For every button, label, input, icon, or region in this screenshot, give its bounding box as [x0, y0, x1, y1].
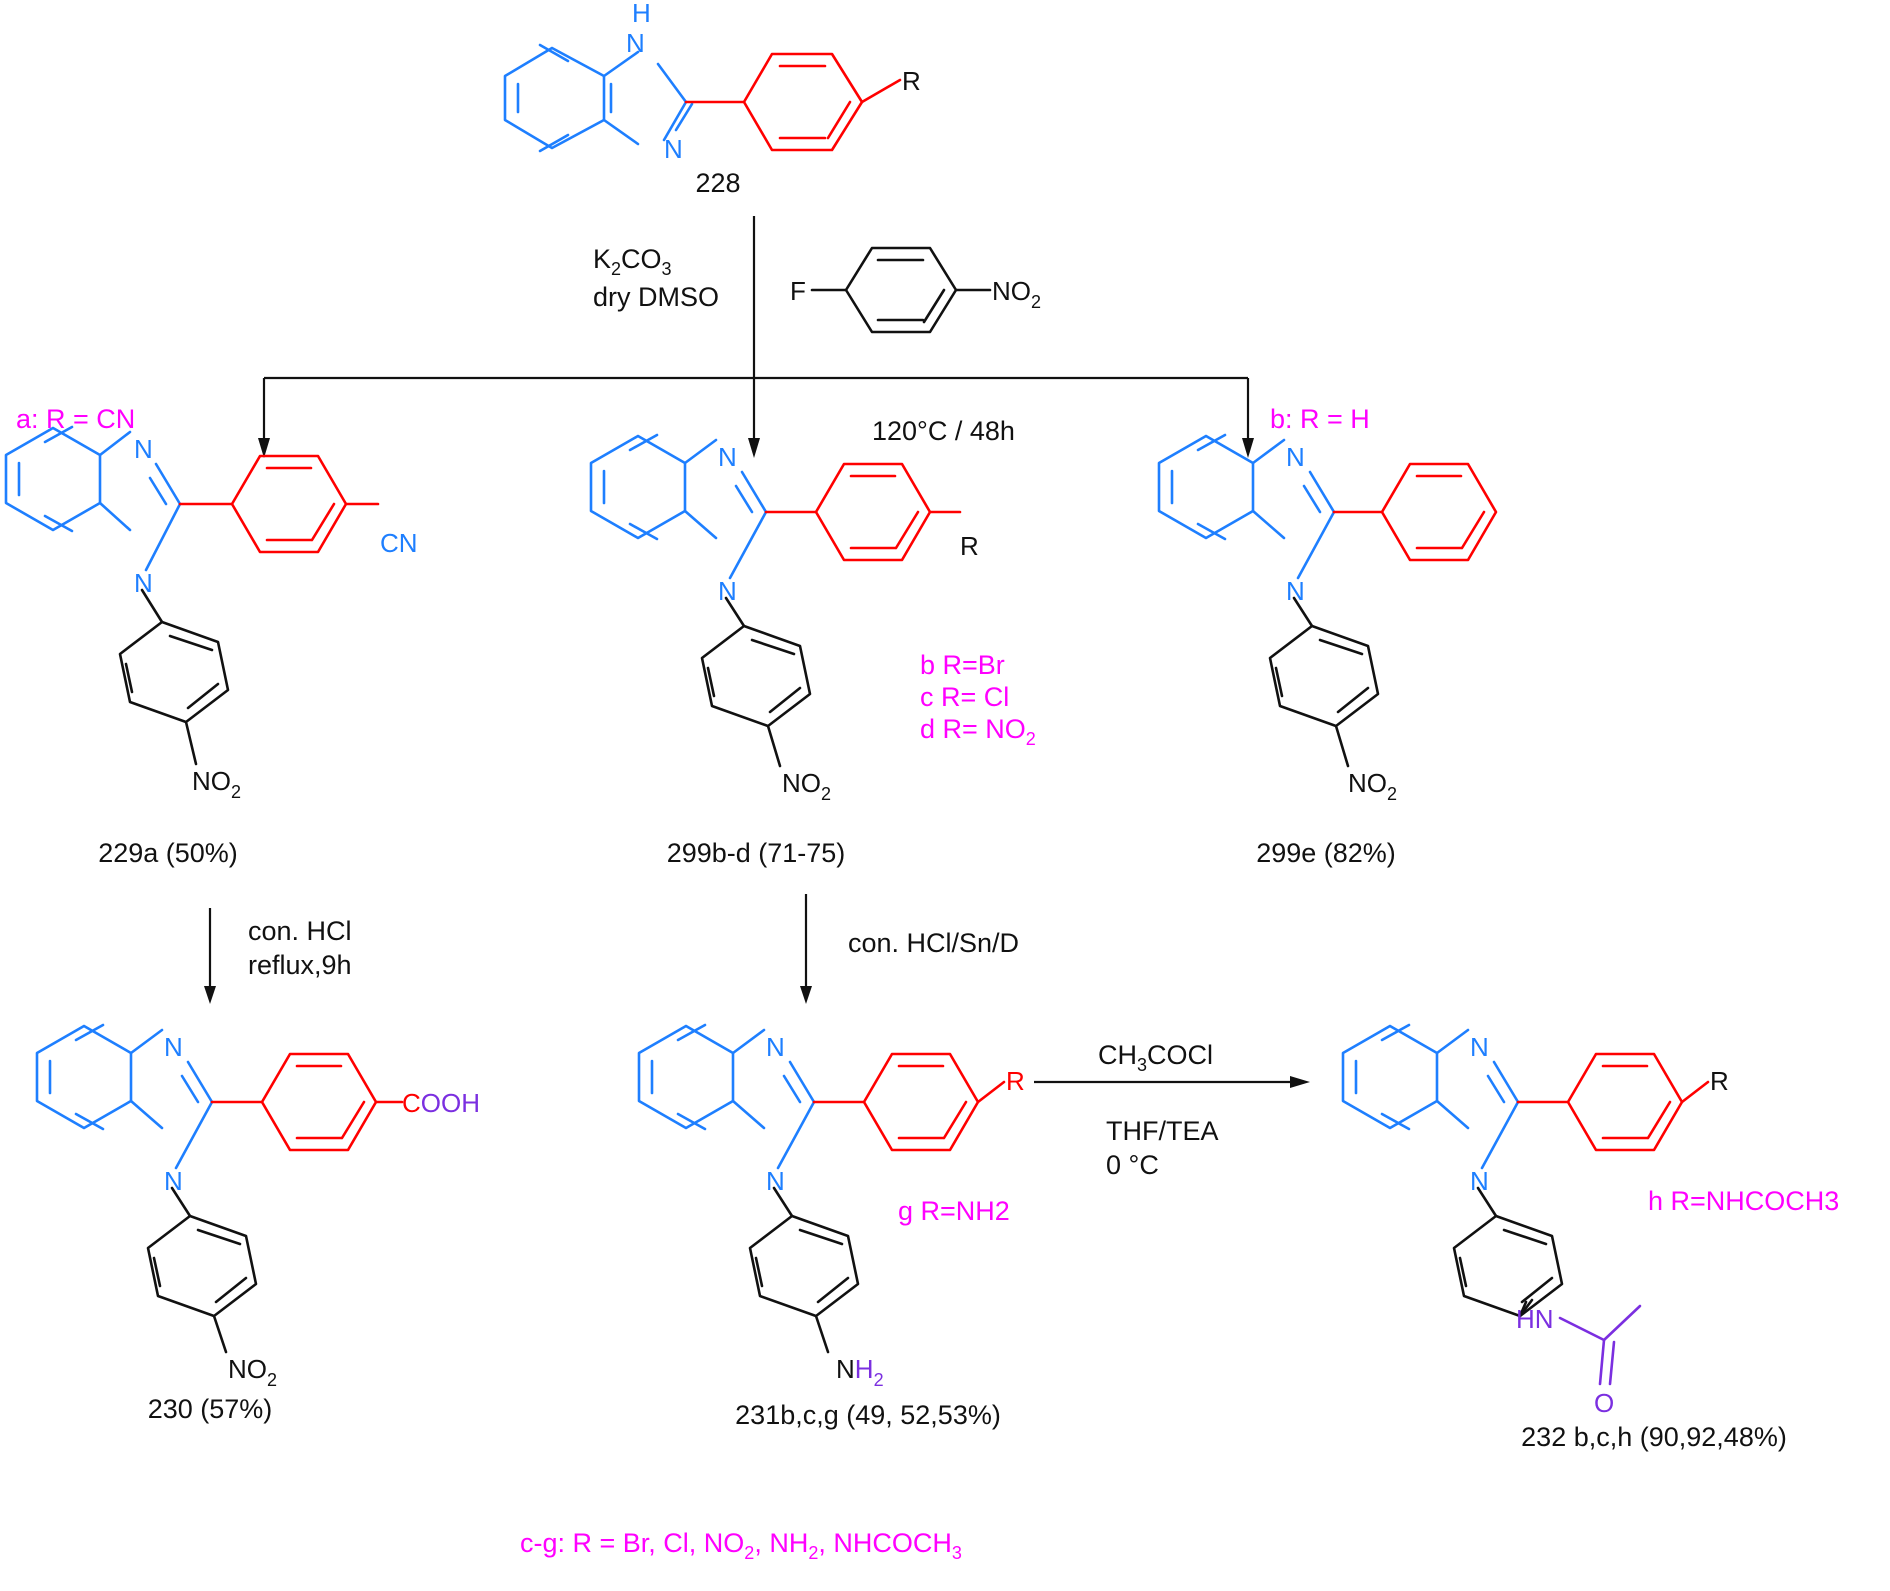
arrow-head [748, 438, 760, 458]
k2co3-CO: CO [621, 244, 662, 274]
atom-label-N: N [134, 434, 153, 464]
annotation-b-br: b R=Br [920, 650, 1005, 680]
atom-label-R: R [1710, 1066, 1729, 1096]
condition-reduction: con. HCl/Sn/D [848, 928, 1019, 958]
atom-label-R: R [902, 66, 921, 96]
compound-label-229a: 229a (50%) [98, 838, 238, 868]
compound-label-228: 228 [695, 168, 740, 198]
atom-label-N: N [718, 442, 737, 472]
annotation-b-h: b: R = H [1270, 404, 1370, 434]
carboxyl-group: COOH [402, 1088, 480, 1118]
compound-228-structure: H N N R [503, 0, 921, 164]
k2co3-sub-3: 3 [662, 259, 672, 279]
atom-label-F: F [790, 276, 806, 306]
annotation-a: a: R = CN [16, 404, 135, 434]
branch-arrows [258, 216, 1254, 458]
atom-label-N: N [766, 1032, 785, 1062]
atom-label-R: R [1006, 1066, 1025, 1096]
condition-acyl-solvent: THF/TEA [1106, 1116, 1219, 1146]
annotation-g: g R=NH2 [898, 1196, 1010, 1226]
atom-label-N: N [164, 1166, 183, 1196]
compound-label-299bd: 299b-d (71-75) [667, 838, 846, 868]
annotation-h: h R=NHCOCH3 [1648, 1186, 1839, 1216]
compound-231-structure: N N R NH2 [637, 1023, 1025, 1390]
atom-label-N: N [134, 568, 153, 598]
condition-temp-time: 120°C / 48h [872, 416, 1015, 446]
compound-label-231: 231b,c,g (49, 52,53%) [735, 1400, 1001, 1430]
atom-label-N: N [1286, 576, 1305, 606]
compound-label-299e: 299e (82%) [1256, 838, 1396, 868]
atom-label-CN: CN [380, 528, 418, 558]
k2co3-K: K [593, 244, 611, 274]
nitro-group: NO2 [192, 766, 241, 802]
condition-acyl-temp: 0 °C [1106, 1150, 1159, 1180]
atom-label-R: R [960, 531, 979, 561]
atom-label-N: N [1470, 1032, 1489, 1062]
atom-label-N: N [164, 1032, 183, 1062]
nitro-group: NO2 [1348, 768, 1397, 804]
reagent-acetyl-chloride: CH3COCl [1098, 1040, 1213, 1075]
atom-label-H: H [632, 0, 651, 28]
footer-substituent-list: c-g: R = Br, Cl, NO2, NH2, NHCOCH3 [520, 1528, 962, 1563]
annotation-c-cl: c R= Cl [920, 682, 1009, 712]
compound-label-232: 232 b,c,h (90,92,48%) [1521, 1422, 1787, 1452]
atom-label-N: N [766, 1166, 785, 1196]
atom-label-N: N [664, 134, 683, 164]
atom-label-O: O [1594, 1388, 1614, 1418]
amine-group: NH2 [836, 1354, 884, 1390]
annotation-d-no2: d R= NO2 [920, 714, 1036, 749]
arrow-head [1290, 1076, 1310, 1088]
reagent-solvent: dry DMSO [593, 282, 719, 312]
amide-nh: HN [1516, 1304, 1554, 1334]
atom-label-N: N [1286, 442, 1305, 472]
arrow-head [258, 438, 270, 458]
nitro-group: NO2 [782, 768, 831, 804]
atom-label-N: N [626, 28, 645, 58]
step-arrows [204, 894, 1310, 1088]
compound-299bd-structure: N N R NO2 [589, 433, 979, 804]
condition-hydrolysis-2: reflux,9h [248, 950, 352, 980]
compound-label-230: 230 (57%) [148, 1394, 273, 1424]
condition-hydrolysis-1: con. HCl [248, 916, 352, 946]
compound-232-structure: N N R HN O [1341, 1023, 1729, 1418]
compound-229a-structure: N N CN NO2 [4, 425, 418, 802]
arrow-head [204, 986, 216, 1004]
reagent-k2co3: K2CO3 [593, 244, 672, 279]
compound-230-structure: N N COOH NO2 [35, 1023, 480, 1390]
arrow-head [800, 986, 812, 1004]
arrow-head [1242, 438, 1254, 458]
fluoronitrobenzene-structure: F NO2 [790, 246, 1041, 334]
compound-299e-structure: N N NO2 [1157, 433, 1498, 804]
nitro-group: NO2 [992, 276, 1041, 312]
atom-label-N: N [1470, 1166, 1489, 1196]
k2co3-sub-2: 2 [611, 259, 621, 279]
nitro-group: NO2 [228, 1354, 277, 1390]
atom-label-N: N [718, 576, 737, 606]
